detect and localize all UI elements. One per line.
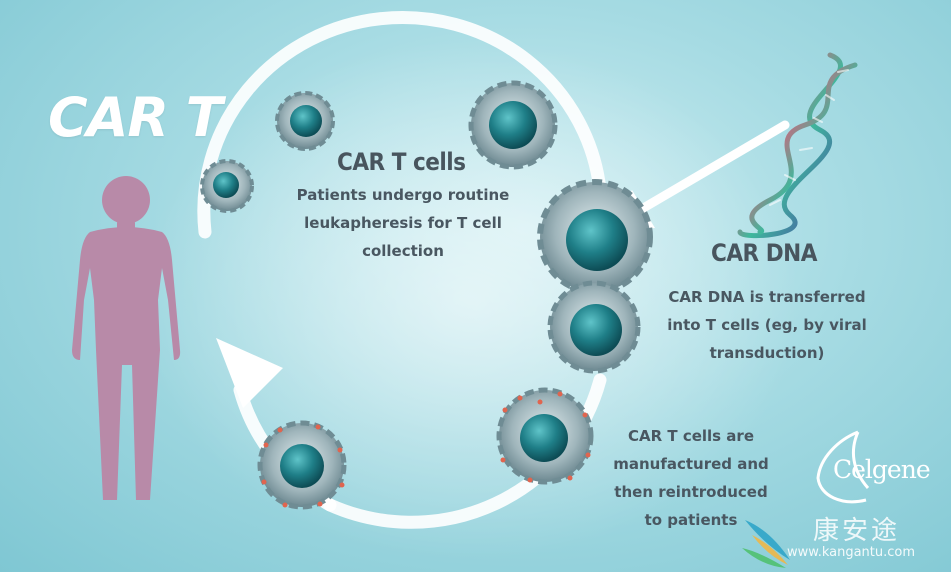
watermark-url: www.kangantu.com xyxy=(787,545,916,560)
car-t-cell-2 xyxy=(257,420,347,510)
t-cell-3 xyxy=(468,80,558,170)
step-3-description: CAR T cells are manufactured and then re… xyxy=(613,427,769,529)
celgene-logo: Celgene xyxy=(833,455,931,484)
t-cell-5 xyxy=(547,280,641,374)
step-2-description: CAR DNA is transferred into T cells (eg,… xyxy=(667,288,867,362)
step-1-description: Patients undergo routine leukapheresis f… xyxy=(296,186,510,260)
car-t-cell-1 xyxy=(496,387,594,485)
diagram-title: CAR T xyxy=(48,86,223,149)
dna-helix-icon xyxy=(737,52,858,239)
t-cell-2 xyxy=(275,91,335,151)
patient-figure xyxy=(72,176,181,500)
t-cell-1 xyxy=(200,159,254,213)
step-2-heading: CAR DNA xyxy=(711,239,817,267)
watermark-chinese: 康安途 xyxy=(813,516,901,546)
step-1-heading: CAR T cells xyxy=(337,148,466,176)
watermark-bird-icon xyxy=(742,520,790,568)
cycle-arrowhead xyxy=(216,338,283,408)
celgene-swoosh-icon xyxy=(816,430,870,504)
t-cell-4 xyxy=(537,179,653,295)
